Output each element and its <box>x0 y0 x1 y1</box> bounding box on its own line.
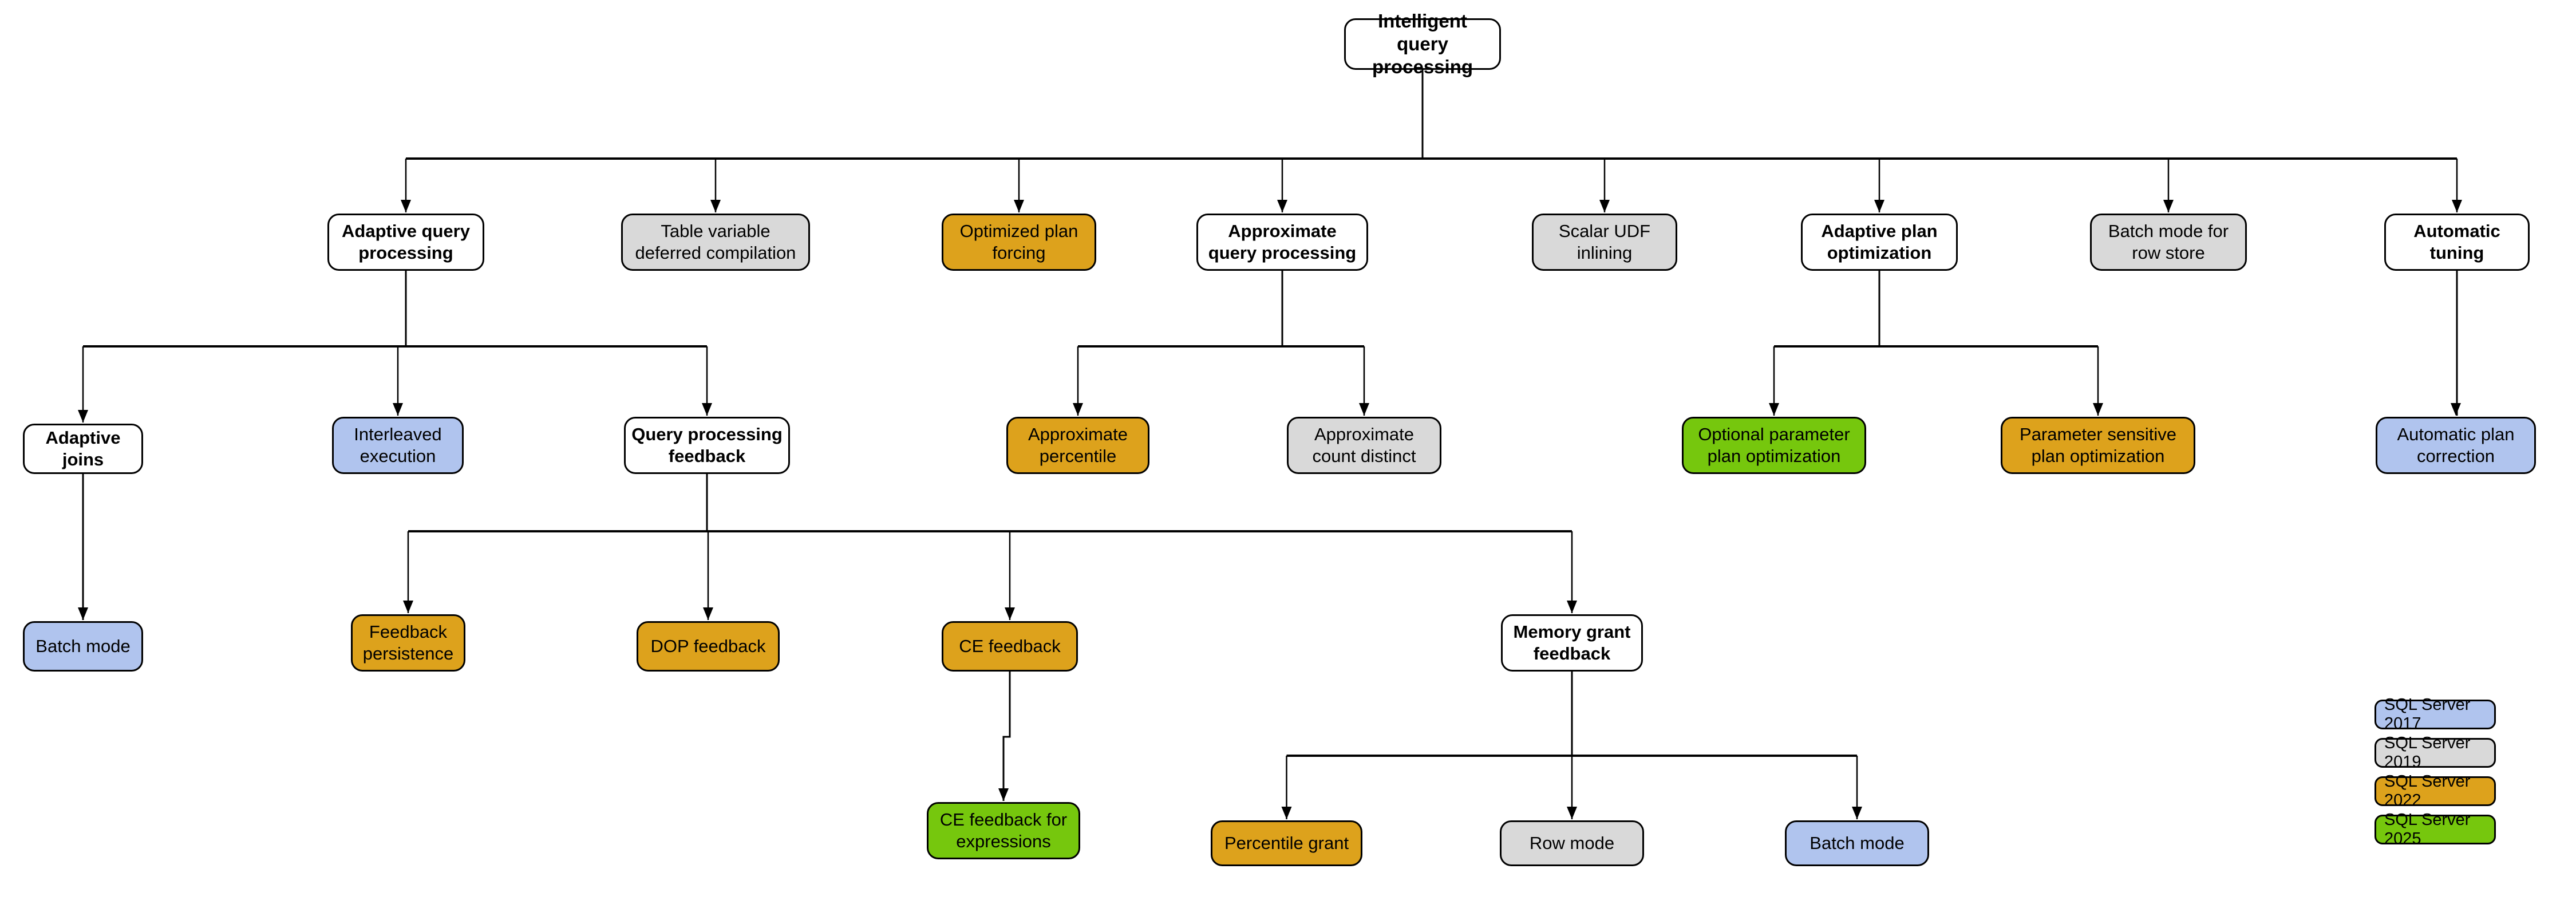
node-label: Adaptive joins <box>45 428 121 469</box>
node-memgrant[interactable]: Memory grant feedback <box>1501 614 1643 672</box>
node-label: Automatic plan correction <box>2397 424 2515 466</box>
node-approx[interactable]: Approximate query processing <box>1196 214 1368 271</box>
node-label: CE feedback <box>959 636 1061 657</box>
node-label: Table variable deferred compilation <box>635 221 796 263</box>
node-label: Row mode <box>1529 833 1615 854</box>
node-label: Batch mode <box>35 636 131 657</box>
node-aqp[interactable]: Adaptive query processing <box>327 214 484 271</box>
node-label: Percentile grant <box>1224 833 1349 854</box>
node-pspo[interactable]: Parameter sensitive plan optimization <box>2001 417 2195 474</box>
legend-item-sql2022: SQL Server 2022 <box>2374 772 2496 810</box>
node-cefeedbackexpr[interactable]: CE feedback for expressions <box>927 802 1080 859</box>
node-label: Adaptive query processing <box>342 221 470 263</box>
node-label: Automatic tuning <box>2413 221 2500 263</box>
node-label: Parameter sensitive plan optimization <box>2020 424 2176 466</box>
legend-item-label: SQL Server 2025 <box>2384 811 2471 848</box>
node-label: DOP feedback <box>650 636 766 657</box>
node-interleaved[interactable]: Interleaved execution <box>332 417 464 474</box>
node-qpf[interactable]: Query processing feedback <box>624 417 790 474</box>
node-dopfeedback[interactable]: DOP feedback <box>637 621 780 672</box>
node-label: Approximate query processing <box>1208 221 1357 263</box>
node-label: Memory grant feedback <box>1513 622 1631 664</box>
node-label: Feedback persistence <box>362 622 454 664</box>
node-batchmode2[interactable]: Batch mode <box>1785 820 1929 866</box>
node-percentilegrant[interactable]: Percentile grant <box>1211 820 1362 866</box>
node-approxcount[interactable]: Approximate count distinct <box>1287 417 1441 474</box>
node-oppo[interactable]: Optional parameter plan optimization <box>1682 417 1866 474</box>
node-label: Batch mode <box>1809 833 1905 854</box>
node-approxpct[interactable]: Approximate percentile <box>1006 417 1149 474</box>
node-bmrs[interactable]: Batch mode for row store <box>2090 214 2247 271</box>
legend-item-sql2019: SQL Server 2019 <box>2374 734 2496 771</box>
node-opf[interactable]: Optimized plan forcing <box>942 214 1096 271</box>
legend-item-label: SQL Server 2017 <box>2384 696 2471 733</box>
node-cefeedback[interactable]: CE feedback <box>942 621 1078 672</box>
node-label: CE feedback for expressions <box>939 810 1068 851</box>
node-batchmode1[interactable]: Batch mode <box>23 621 143 672</box>
legend-item-sql2025: SQL Server 2025 <box>2374 811 2496 848</box>
node-feedbackpersist[interactable]: Feedback persistence <box>351 614 465 672</box>
node-adaptivejoins[interactable]: Adaptive joins <box>23 424 143 474</box>
node-label: Scalar UDF inlining <box>1558 221 1651 263</box>
node-root[interactable]: Intelligent query processing <box>1344 10 1501 77</box>
legend-item-label: SQL Server 2022 <box>2384 772 2471 810</box>
node-apo[interactable]: Adaptive plan optimization <box>1801 214 1958 271</box>
node-label: Intelligent query processing <box>1372 10 1473 78</box>
node-label: Adaptive plan optimization <box>1821 221 1938 263</box>
node-label: Query processing feedback <box>631 424 783 466</box>
node-rowmode[interactable]: Row mode <box>1500 820 1644 866</box>
node-tvdc[interactable]: Table variable deferred compilation <box>621 214 810 271</box>
node-label: Optional parameter plan optimization <box>1698 424 1850 466</box>
node-label: Approximate count distinct <box>1312 424 1416 466</box>
node-label: Interleaved execution <box>354 424 442 466</box>
node-label: Approximate percentile <box>1028 424 1128 466</box>
legend-item-label: SQL Server 2019 <box>2384 734 2471 771</box>
node-label: Batch mode for row store <box>2108 221 2229 263</box>
legend-item-sql2017: SQL Server 2017 <box>2374 696 2496 733</box>
node-apc[interactable]: Automatic plan correction <box>2376 417 2536 474</box>
node-udf[interactable]: Scalar UDF inlining <box>1532 214 1677 271</box>
node-autotune[interactable]: Automatic tuning <box>2384 214 2530 271</box>
node-label: Optimized plan forcing <box>959 221 1078 263</box>
